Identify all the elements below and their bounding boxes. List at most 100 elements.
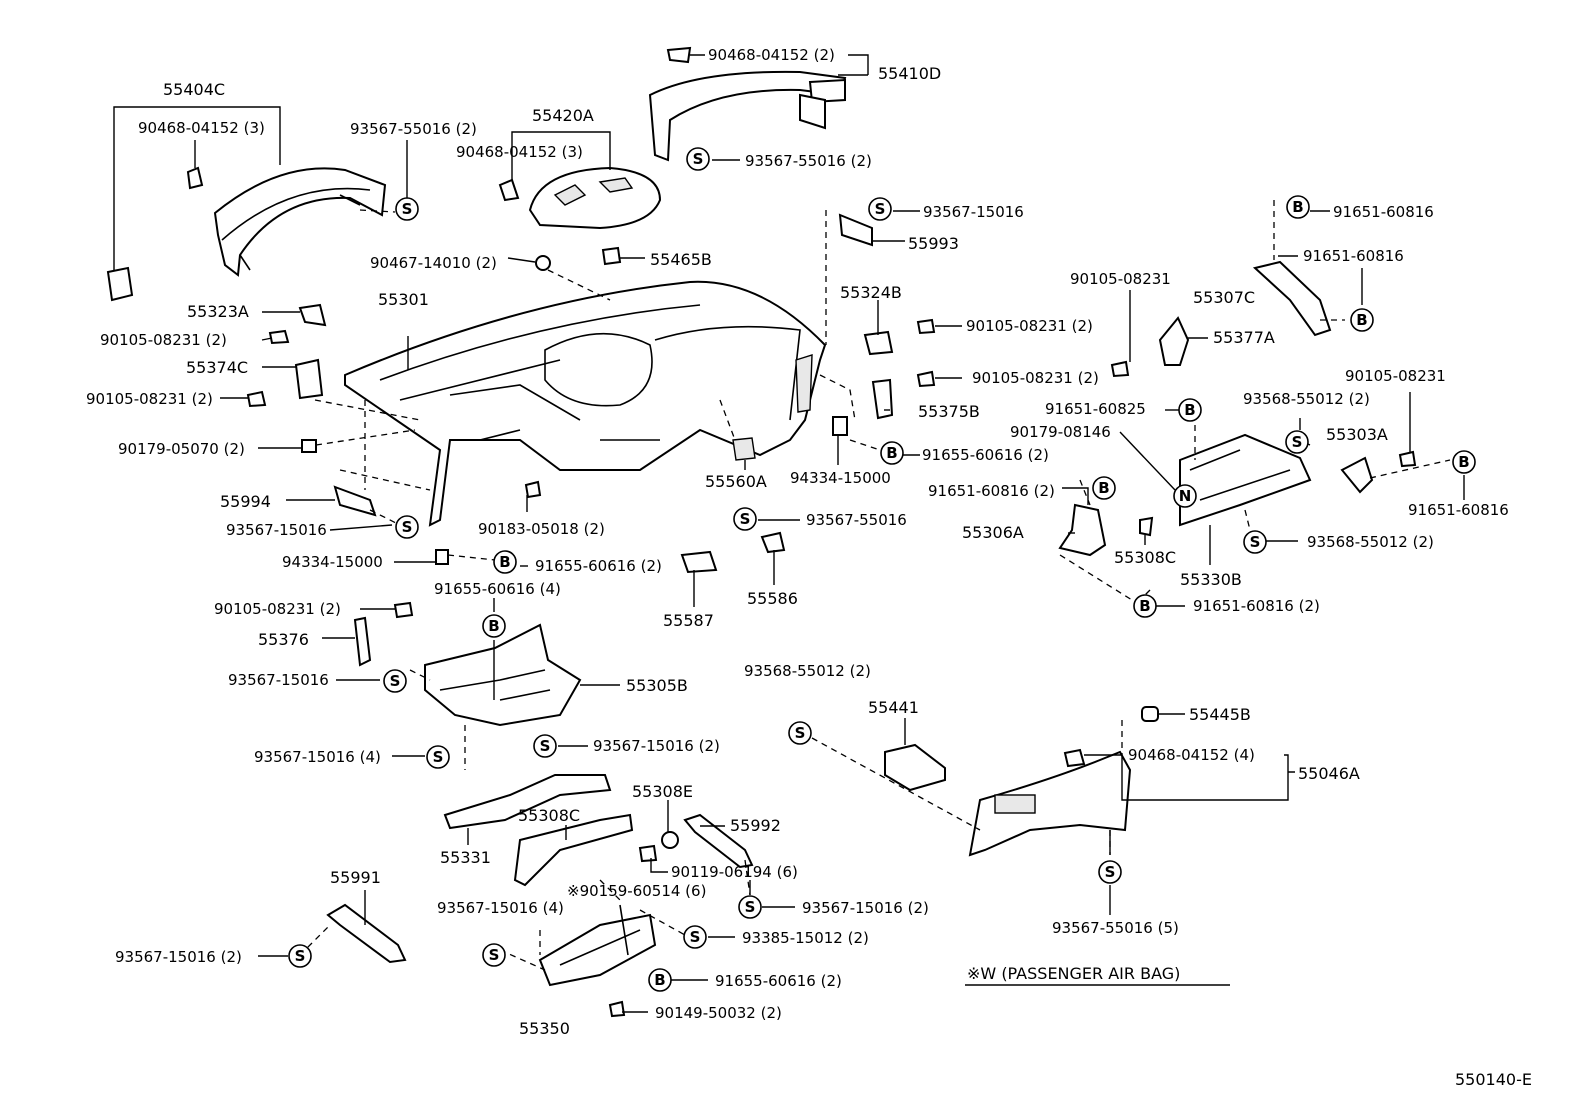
label-91651-60816-2a: 91651-60816 (2) — [928, 482, 1055, 500]
symbol-b: B — [1133, 594, 1157, 618]
label-55404c: 55404C — [163, 80, 225, 99]
clip-90468-a — [186, 166, 204, 190]
part-clip-left — [106, 266, 134, 302]
svg-text:B: B — [1292, 198, 1303, 216]
part-55350-detail — [559, 904, 641, 966]
part-55993 — [838, 213, 873, 247]
part-drawings — [106, 46, 1417, 1018]
svg-text:S: S — [540, 737, 551, 755]
svg-text:B: B — [488, 617, 499, 635]
symbol-s: S — [738, 895, 762, 919]
label-55560a: 55560A — [705, 472, 767, 491]
svg-text:S: S — [875, 200, 886, 218]
part-55350 — [538, 913, 657, 987]
label-93568-55012-2b: 93568-55012 (2) — [1307, 533, 1434, 551]
label-55330b: 55330B — [1180, 570, 1242, 589]
part-55587 — [680, 550, 718, 574]
part-55301-inner — [379, 304, 801, 441]
part-55420a — [528, 166, 662, 230]
symbol-s: S — [683, 925, 707, 949]
symbol-b: B — [648, 968, 672, 992]
symbols: S S S B B B B S N B B S B S B S B S S S … — [288, 147, 1476, 992]
label-55308e: 55308E — [632, 782, 693, 801]
part-55330b-detail — [1189, 449, 1291, 501]
label-55377a: 55377A — [1213, 328, 1275, 347]
svg-text:B: B — [1184, 401, 1195, 419]
svg-text:S: S — [489, 946, 500, 964]
label-91651-60816-b: 91651-60816 — [1303, 247, 1404, 265]
label-93567-15016-a: 93567-15016 — [923, 203, 1024, 221]
symbol-b: B — [1452, 450, 1476, 474]
label-91655-60616-2a: 91655-60616 (2) — [535, 557, 662, 575]
svg-text:B: B — [1356, 311, 1367, 329]
part-55420a-dots — [553, 177, 634, 206]
note-passenger-air-bag: ※W (PASSENGER AIR BAG) — [967, 964, 1180, 983]
label-93567-15016-2a: 93567-15016 (2) — [593, 737, 720, 755]
label-90105-08231-2a: 90105-08231 (2) — [100, 331, 227, 349]
symbol-b: B — [1350, 308, 1374, 332]
svg-text:S: S — [1105, 863, 1116, 881]
svg-text:S: S — [1250, 533, 1261, 551]
label-91651-60825: 91651-60825 — [1045, 400, 1146, 418]
label-93567-15016-4b: 93567-15016 (4) — [437, 899, 564, 917]
symbol-b: B — [493, 550, 517, 574]
label-55305b: 55305B — [626, 676, 688, 695]
label-93568-55012-2a: 93568-55012 (2) — [1243, 390, 1370, 408]
part-90467-clip — [535, 255, 551, 271]
label-93567-55016-2b: 93567-55016 (2) — [745, 152, 872, 170]
part-55441 — [884, 743, 946, 792]
label-55308c-r: 55308C — [1114, 548, 1176, 567]
part-55331 — [443, 774, 612, 830]
symbol-b: B — [1092, 476, 1116, 500]
bolt-h — [638, 844, 658, 863]
symbol-s: S — [533, 734, 557, 758]
label-55323a: 55323A — [187, 302, 249, 321]
label-55465b: 55465B — [650, 250, 712, 269]
label-55301: 55301 — [378, 290, 429, 309]
label-93567-55016: 93567-55016 — [806, 511, 907, 529]
label-55441: 55441 — [868, 698, 919, 717]
svg-text:B: B — [1139, 597, 1150, 615]
symbol-n: N — [1173, 484, 1197, 508]
part-labels: 55404C 90468-04152 (3) 93567-55016 (2) 5… — [86, 46, 1532, 1089]
symbol-s: S — [868, 197, 892, 221]
label-94334-15000-a: 94334-15000 — [282, 553, 383, 571]
label-55350: 55350 — [519, 1019, 570, 1038]
bolt-a — [268, 329, 290, 345]
svg-text:B: B — [886, 444, 897, 462]
diagram-code: 550140-E — [1455, 1070, 1532, 1089]
label-93567-55016-5: 93567-55016 (5) — [1052, 919, 1179, 937]
svg-text:S: S — [402, 200, 413, 218]
svg-text:S: S — [795, 724, 806, 742]
label-90105-08231-2c: 90105-08231 (2) — [966, 317, 1093, 335]
label-55445b: 55445B — [1189, 705, 1251, 724]
svg-text:S: S — [402, 518, 413, 536]
label-91655-60616-4: 91655-60616 (4) — [434, 580, 561, 598]
label-90179-05070-2: 90179-05070 (2) — [118, 440, 245, 458]
svg-text:S: S — [745, 898, 756, 916]
part-55046a-box — [994, 794, 1036, 814]
label-93385-15012-2: 93385-15012 (2) — [742, 929, 869, 947]
label-55308c-l: 55308C — [518, 806, 580, 825]
part-94334-b — [832, 416, 848, 436]
symbol-s: S — [395, 515, 419, 539]
part-55377a — [1158, 316, 1190, 366]
bolt-e — [1110, 360, 1130, 378]
label-93567-15016-b: 93567-15016 — [226, 521, 327, 539]
label-93567-15016-2b: 93567-15016 (2) — [802, 899, 929, 917]
label-91651-60816-a: 91651-60816 — [1333, 203, 1434, 221]
label-90105-08231-2b: 90105-08231 (2) — [86, 390, 213, 408]
symbol-s: S — [733, 507, 757, 531]
symbol-b: B — [880, 441, 904, 465]
part-55301-vent — [795, 354, 813, 413]
label-90467-14010-2: 90467-14010 (2) — [370, 254, 497, 272]
part-55991 — [326, 903, 407, 964]
label-55993: 55993 — [908, 234, 959, 253]
part-55374c — [294, 358, 324, 400]
symbol-s: S — [1243, 530, 1267, 554]
label-90149-50032-2: 90149-50032 (2) — [655, 1004, 782, 1022]
symbol-s: S — [1285, 430, 1309, 454]
svg-text:S: S — [693, 150, 704, 168]
label-90119-06194-6: 90119-06194 (6) — [671, 863, 798, 881]
